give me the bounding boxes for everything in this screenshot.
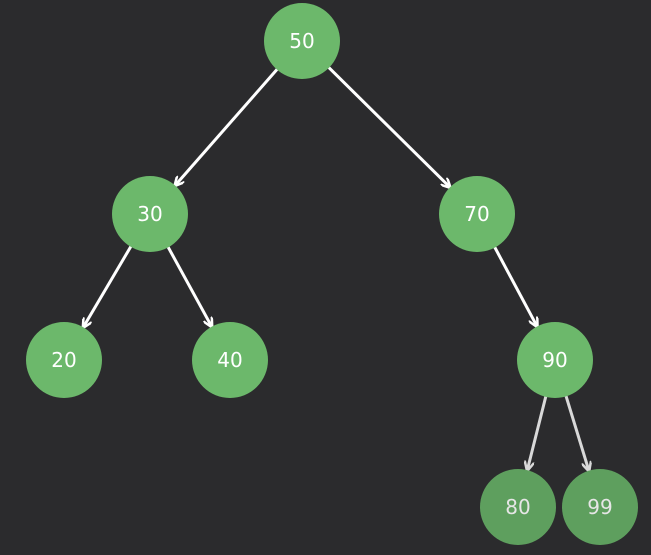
edge-30-to-20 (84, 244, 134, 326)
tree-node-20: 20 (26, 322, 102, 398)
node-label: 40 (217, 348, 243, 372)
node-label: 90 (542, 348, 568, 372)
tree-node-50: 50 (264, 3, 340, 79)
tree-node-40: 40 (192, 322, 268, 398)
node-label: 50 (289, 29, 315, 53)
edge-90-to-99 (564, 393, 589, 469)
node-label: 30 (137, 202, 163, 226)
tree-node-70: 70 (439, 176, 515, 252)
edge-50-to-70 (326, 65, 450, 186)
node-label: 20 (51, 348, 77, 372)
edge-30-to-40 (165, 244, 211, 326)
edge-90-to-80 (528, 394, 548, 469)
node-label: 99 (587, 495, 613, 519)
tree-node-90: 90 (517, 322, 593, 398)
tree-node-30: 30 (112, 176, 188, 252)
node-label: 80 (505, 495, 531, 519)
edge-70-to-90 (492, 245, 537, 326)
tree-node-80: 80 (480, 469, 556, 545)
tree-node-99: 99 (562, 469, 638, 545)
node-label: 70 (464, 202, 490, 226)
edge-50-to-30 (176, 67, 280, 185)
